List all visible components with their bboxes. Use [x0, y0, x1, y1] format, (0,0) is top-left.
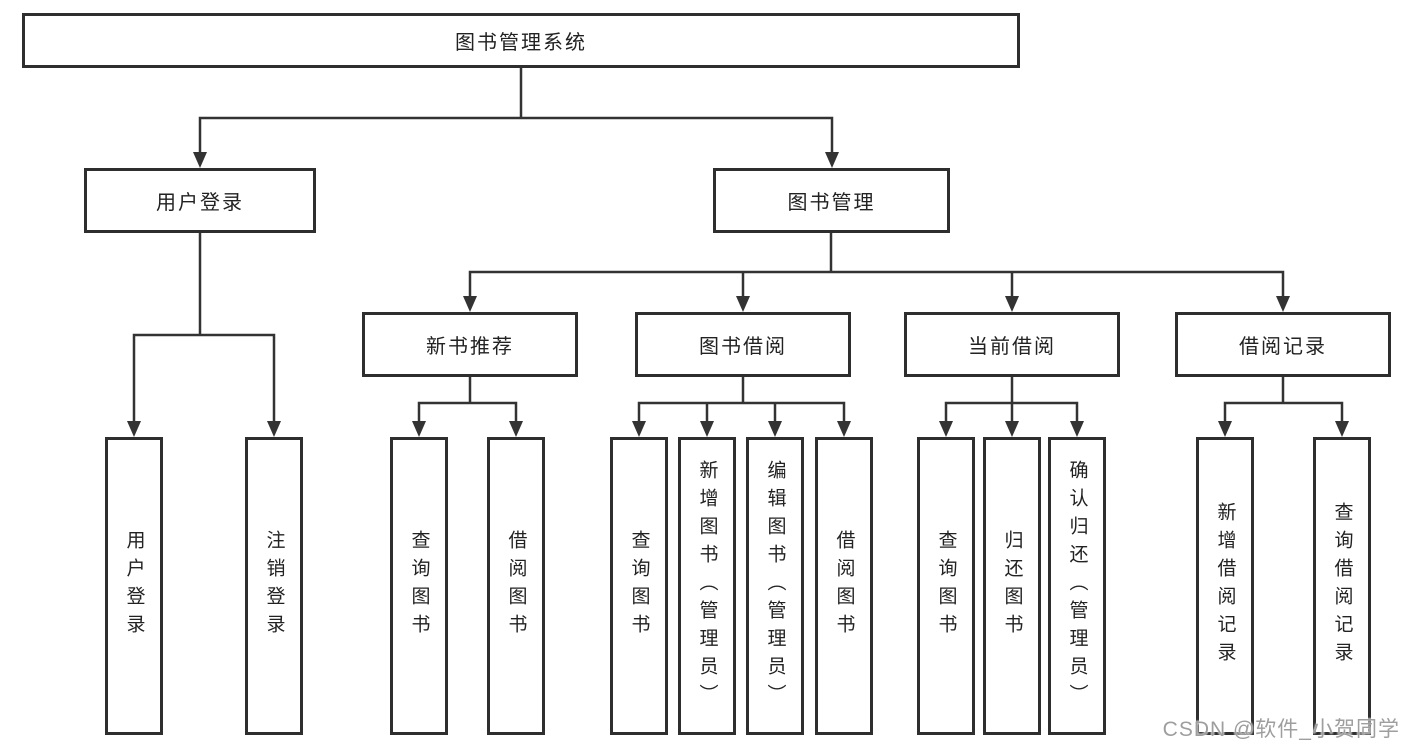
node-book-mgmt: 图书管理	[713, 168, 950, 233]
leaf-add-borrow-record: 新增借阅记录	[1196, 437, 1254, 735]
node-borrow-records: 借阅记录	[1175, 312, 1391, 377]
node-new-book-rec: 新书推荐	[362, 312, 578, 377]
leaf-query-books-1: 查询图书	[390, 437, 448, 735]
node-root: 图书管理系统	[22, 13, 1020, 68]
leaf-query-books-2: 查询图书	[610, 437, 668, 735]
leaf-borrow-books-1: 借阅图书	[487, 437, 545, 735]
leaf-confirm-return: 确认归还（管理员）	[1048, 437, 1106, 735]
leaf-return-books: 归还图书	[983, 437, 1041, 735]
leaf-query-books-3: 查询图书	[917, 437, 975, 735]
csdn-watermark: CSDN @软件_小贺同学	[1162, 718, 1400, 741]
leaf-query-borrow-record: 查询借阅记录	[1313, 437, 1371, 735]
leaf-borrow-books-2: 借阅图书	[815, 437, 873, 735]
node-current-borrow: 当前借阅	[904, 312, 1120, 377]
leaf-logout: 注销登录	[245, 437, 303, 735]
leaf-add-books: 新增图书（管理员）	[678, 437, 736, 735]
node-user-login: 用户登录	[84, 168, 316, 233]
node-book-borrow: 图书借阅	[635, 312, 851, 377]
leaf-edit-books: 编辑图书（管理员）	[746, 437, 804, 735]
leaf-user-login: 用户登录	[105, 437, 163, 735]
